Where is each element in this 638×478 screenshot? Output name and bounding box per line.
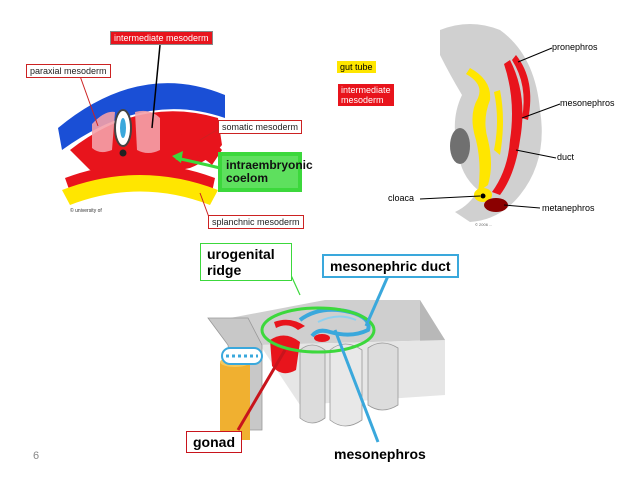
intermediate-b-line-2: mesoderm bbox=[341, 95, 384, 105]
somatic-arm-right bbox=[180, 132, 222, 165]
leader-mesonephros bbox=[521, 103, 561, 119]
mesonephros-red-core bbox=[314, 334, 330, 342]
label-somatic-mesoderm: somatic mesoderm bbox=[218, 120, 303, 134]
notochord bbox=[119, 149, 127, 157]
leader-mesonephric-duct bbox=[364, 275, 390, 327]
label-intermediate-mesoderm-b: intermediate mesoderm bbox=[338, 84, 394, 106]
label-splanchnic-mesoderm: splanchnic mesoderm bbox=[208, 215, 304, 229]
label-gonad: gonad bbox=[186, 431, 242, 453]
label-cloaca: cloaca bbox=[388, 193, 415, 203]
leader-duct bbox=[515, 149, 557, 159]
embryo-outline bbox=[440, 24, 542, 222]
ridge-column-1 bbox=[299, 344, 326, 424]
page-number: 6 bbox=[33, 450, 40, 462]
mesonephric-tubules-inner bbox=[317, 315, 357, 323]
label-urogenital-ridge: urogenital ridge bbox=[200, 243, 292, 281]
label-mesonephric-duct: mesonephric duct bbox=[322, 254, 459, 278]
nephric-duct bbox=[492, 60, 523, 195]
ectoderm-band bbox=[58, 83, 225, 150]
urogenital-line-2: ridge bbox=[207, 262, 242, 278]
ridge-column-3 bbox=[367, 342, 399, 411]
label-mesonephros-c: mesonephros bbox=[328, 444, 432, 464]
leader-pronephros bbox=[517, 47, 553, 63]
caption-mark: © 2006 ... bbox=[475, 222, 492, 227]
head-bulge bbox=[450, 128, 470, 164]
urogenital-line-1: urogenital bbox=[207, 246, 275, 262]
endoderm-band bbox=[62, 175, 218, 205]
leader-cloaca bbox=[419, 195, 481, 200]
yellow-tube bbox=[220, 362, 250, 440]
label-pronephros: pronephros bbox=[552, 42, 598, 52]
leader-metanephros bbox=[503, 204, 541, 209]
cloaca-dot bbox=[480, 193, 486, 199]
coelom-line-1: intraembryonic bbox=[226, 158, 313, 172]
intermediate-b-line-1: intermediate bbox=[341, 85, 391, 95]
gut-tube-branch bbox=[494, 90, 503, 155]
paraxial-block-left bbox=[92, 111, 115, 153]
label-metanephros: metanephros bbox=[542, 203, 595, 213]
vessel-tube bbox=[221, 347, 263, 365]
leader-somatic bbox=[199, 127, 221, 141]
label-intermediate-mesoderm: intermediate mesoderm bbox=[110, 31, 213, 45]
label-paraxial-mesoderm: paraxial mesoderm bbox=[26, 64, 111, 78]
pronephros-strip bbox=[512, 55, 531, 120]
leader-paraxial bbox=[79, 75, 99, 127]
label-mesonephros-b: mesonephros bbox=[560, 98, 615, 108]
coelom-arrowhead bbox=[172, 151, 183, 163]
leader-gonad bbox=[236, 349, 287, 431]
copyright-mark: © university of bbox=[70, 207, 102, 214]
paraxial-block-right bbox=[135, 110, 160, 153]
neural-canal bbox=[120, 118, 126, 138]
ridge-red-strip bbox=[274, 319, 305, 330]
label-duct: duct bbox=[557, 152, 575, 162]
label-intraembryonic-coelom: intraembryonic coelom bbox=[218, 152, 313, 192]
metanephros-blob bbox=[484, 198, 508, 212]
leader-mesonephros-c bbox=[333, 329, 380, 443]
coelom-line-2: coelom bbox=[226, 171, 269, 185]
urogenital-ridge-ring bbox=[260, 306, 376, 354]
leader-intermediate bbox=[151, 44, 161, 129]
label-gut-tube: gut tube bbox=[337, 61, 376, 73]
gut-tube-shape bbox=[466, 68, 491, 192]
